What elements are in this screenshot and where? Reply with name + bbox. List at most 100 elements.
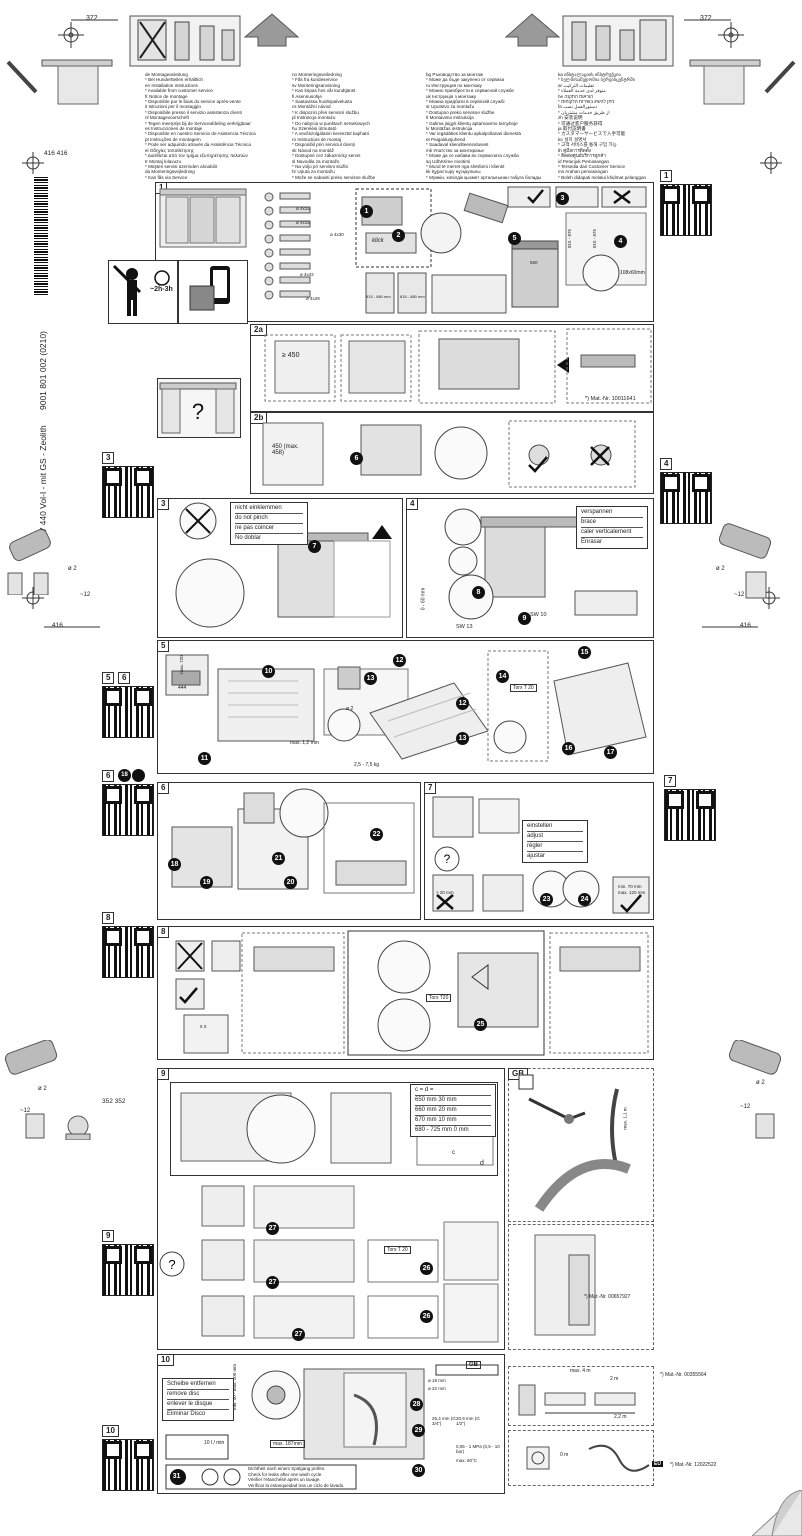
step5-weight: 2,5 - 7,5 kg — [354, 762, 380, 768]
language-line: zh 安装说明 — [558, 115, 583, 121]
language-line: * Kan köpas hos vår kundtjänst — [292, 88, 356, 94]
dim-372-left: 372 — [86, 15, 98, 22]
step10-pressure: 0,05 - 1 MPa (0,5 - 10 bar) — [456, 1444, 500, 1454]
qr-code-4[interactable] — [660, 472, 712, 524]
qr-code-7[interactable] — [664, 789, 716, 841]
step9-d: d — [480, 1160, 484, 1167]
language-line: * از طریق خدمات مشتریان — [558, 109, 610, 115]
step4-sw10: SW 10 — [530, 612, 547, 618]
language-line: * متوفر لدى خدمة العملاء — [558, 88, 606, 94]
qr-code-3[interactable] — [102, 466, 154, 518]
language-line: pl Instrukcja montażu — [292, 115, 336, 121]
language-line: * Може да бъде закупено от сервиза — [426, 77, 505, 83]
step9-row-3: 670 mm 10 mm — [415, 1116, 491, 1126]
step-8-illustration — [175, 930, 649, 1056]
step7-min: min. 70 mm — [618, 884, 642, 889]
step1-cab-h2: 815 - 880 mm — [400, 294, 425, 299]
drill-dia-left-2: ø 2 — [38, 1086, 47, 1092]
qr-code-1[interactable] — [660, 184, 712, 236]
step8-marker: x x — [200, 1024, 207, 1030]
step1-height-a: 815 - 875 — [567, 228, 573, 249]
language-line: * Pode ser adquirido através da Assistên… — [145, 142, 251, 148]
plug-panel — [508, 1430, 654, 1486]
step-4-illustration — [444, 508, 638, 620]
gb-illustration — [518, 1074, 631, 1212]
language-line: * Διατίθεται από τον τμήμα εξυπηρέτησης … — [145, 153, 248, 159]
step7-gap: > 20 mm — [436, 890, 454, 895]
step4-label-box: verspannen brace caler verticalement Enr… — [576, 506, 648, 549]
step4-label-en: brace — [581, 518, 643, 528]
step7-label-es: ajustar — [527, 853, 546, 859]
language-line: ru Инструкция по монтажу — [426, 82, 482, 88]
step10-minmax: min. 40 - max. 100 mm — [232, 1363, 237, 1410]
step3-label-box: nicht einklemmen do not pinch ne pas coi… — [230, 502, 308, 545]
qr-label-3: 3 — [102, 452, 115, 464]
step-badge-20: 20 — [284, 876, 297, 889]
language-line: sr Uputstvo za montažu — [426, 104, 475, 110]
language-line: * Можно приобрести в сервисной службе — [426, 88, 514, 94]
plug-length: 0 m — [560, 1452, 569, 1458]
language-line: bg Ръководство за монтаж — [426, 72, 483, 77]
qr-code-10[interactable] — [102, 1439, 154, 1491]
qr-label-6: 6 — [102, 770, 115, 782]
language-line: * Var iegādāties klientu apkalpošanas di… — [426, 131, 521, 137]
language-line: * ხელმისაწვდომია სერვისცენტრში — [558, 77, 635, 83]
language-line: * Disponible en nuestro Servicio de Asis… — [145, 131, 256, 137]
language-line: * Мүмкін, кәпілдік қызмет орталығынан та… — [426, 174, 542, 180]
step-4-number: 4 — [406, 498, 419, 510]
language-line: * Bei Hundertteilen erhältlich — [145, 77, 203, 83]
language-line: * ניתן להשיג בשירות הלקוחות — [558, 99, 615, 105]
language-line: mk Упатство за монтирање — [426, 147, 484, 153]
language-line: lv Montāžas instrukcija — [426, 126, 473, 132]
step-badge-11: 11 — [198, 752, 211, 765]
dim-416-left: 416 — [52, 622, 63, 629]
step3-label-es: No doblar — [235, 535, 262, 541]
step-badge-23: 23 — [540, 893, 553, 906]
step1-screw-4: ø 4x42 — [300, 272, 314, 277]
qr-code-9[interactable] — [102, 1244, 154, 1296]
step10-label-box: Scheibe entfernen remove disc enlever le… — [162, 1378, 234, 1421]
step-8-number: 8 — [157, 926, 170, 938]
qr-code-8[interactable] — [102, 926, 154, 978]
step10-flow: 10 l / min — [204, 1440, 225, 1446]
step10-check-de: Dichtheit nach einem Spülgang prüfen. — [248, 1466, 326, 1471]
language-line: * 고객 서비스를 통해 구입 가능 — [558, 142, 617, 148]
language-line: * Dostupno preko servisne službe — [426, 109, 495, 115]
language-line: * Galima įsigyti klientų aptarnavimo tar… — [426, 120, 518, 126]
language-line: es Instrucciones de montaje — [145, 126, 203, 132]
language-line: fa دستورالعمل نصب — [558, 104, 598, 110]
qr-code-5[interactable] — [102, 686, 154, 738]
drill-depth-right-2: ~12 — [740, 1104, 751, 1110]
step-2a-number: 2a — [250, 324, 267, 336]
step2a-width: ≥ 450 — [282, 352, 300, 359]
step4-label-es: Enrasar — [581, 539, 603, 545]
step1-click: klick — [372, 238, 384, 244]
gb-panel-2 — [508, 1224, 654, 1350]
gb-illustration-2 — [534, 1234, 596, 1336]
language-line: da Monteringsvejledning — [145, 169, 195, 175]
step10-check-text: Dichtheit nach einem Spülgang prüfen. Ch… — [248, 1466, 345, 1488]
language-list-1: de Montageanleitung* Bei Hundertteilen e… — [145, 72, 285, 180]
step-badge-18: 18 — [168, 858, 181, 871]
language-line: * カスタマーサービスで入手可能 — [558, 131, 626, 137]
language-list-2: no Monteringsveiledning* Fås fra kundese… — [292, 72, 422, 180]
language-line: hu Szerelési útmutató — [292, 126, 337, 132]
qr-code-6[interactable] — [102, 784, 154, 836]
language-line: * Boleh didapati melalui khidmat pelangg… — [558, 174, 647, 180]
step1-depth: 550 — [530, 260, 538, 265]
language-line: th คู่มือการติดตั้ง — [558, 147, 591, 153]
step-badge-26b: 26 — [420, 1310, 433, 1323]
language-line: * Disponibile presso il servizio assiste… — [145, 109, 242, 115]
step3-label-en: do not pinch — [235, 514, 303, 524]
step-5-number: 5 — [157, 640, 170, 652]
step9-table: c = d = 650 mm 30 mm 660 mm 20 mm 670 mm… — [410, 1084, 496, 1137]
plug-illustration — [526, 1444, 650, 1472]
language-line: he הוראות התקנה — [558, 93, 593, 99]
barcode — [34, 175, 48, 295]
step-badge-21: 21 — [272, 852, 285, 865]
step-10-illustration — [165, 1364, 499, 1490]
step-badge-1: 1 — [360, 205, 373, 218]
language-line: * ติดต่อศูนย์บริการลูกค้า — [558, 153, 606, 159]
step-badge-16: 16 — [562, 742, 575, 755]
step-badge-2: 2 — [392, 229, 405, 242]
